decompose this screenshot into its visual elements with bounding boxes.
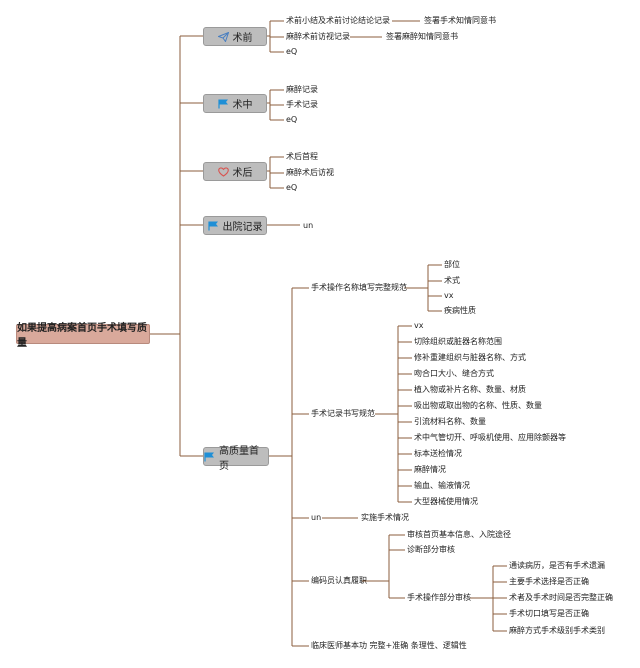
node-record-item[interactable]: 麻醉情况 (414, 465, 446, 474)
topic-post-op[interactable]: 术后 (203, 162, 267, 181)
node-review-item[interactable]: 麻醉方式手术级别手术类别 (509, 626, 605, 635)
node-mid-eq[interactable]: eQ (286, 115, 298, 124)
node-pre-anesthesia-visit[interactable]: 麻醉术前访视记录 (286, 32, 350, 41)
node-op-record-standard[interactable]: 手术记录书写规范 (311, 409, 375, 418)
node-record-item[interactable]: 术中气管切开、呼吸机使用、应用除颤器等 (414, 433, 566, 442)
node-anesthesia-consent[interactable]: 签署麻醉知情同意书 (386, 32, 458, 41)
flag-icon (204, 452, 215, 462)
topic-intra-op[interactable]: 术中 (203, 94, 267, 113)
node-review-item[interactable]: 手术切口填写是否正确 (509, 609, 589, 618)
node-surgery-record[interactable]: 手术记录 (286, 100, 318, 109)
node-quality-un[interactable]: un (311, 513, 322, 522)
topic-label: 高质量首页 (219, 445, 259, 472)
node-post-first-course[interactable]: 术后首程 (286, 152, 318, 161)
node-clinician-skills[interactable]: 临床医师基本功 完整+准确 条理性、逻辑性 (311, 641, 467, 650)
node-anesthesia-record[interactable]: 麻醉记录 (286, 85, 318, 94)
node-op-name-standard[interactable]: 手术操作名称填写完整规范 (311, 283, 407, 292)
paper-plane-icon (217, 31, 229, 42)
topic-high-quality[interactable]: 高质量首页 (203, 446, 269, 472)
node-record-item[interactable]: 修补重建组织与脏器名称、方式 (414, 353, 526, 362)
node-record-item[interactable]: 植入物或补片名称、数量、材质 (414, 385, 526, 394)
root-topic[interactable]: 如果提高病案首页手术填写质量 (16, 323, 150, 349)
topic-label: 出院记录 (222, 222, 263, 233)
node-record-item[interactable]: 吸出物或取出物的名称、性质、数量 (414, 401, 542, 410)
node-surgery-consent[interactable]: 签署手术知情同意书 (424, 16, 496, 25)
node-review-item[interactable]: 主要手术选择是否正确 (509, 577, 589, 586)
node-discharge-un[interactable]: un (303, 221, 314, 230)
flag-icon (207, 221, 219, 231)
node-disease-nature[interactable]: 疾病性质 (444, 306, 476, 315)
node-pre-eq[interactable]: eQ (286, 47, 298, 56)
node-review-item[interactable]: 术者及手术时间是否完整正确 (509, 593, 613, 602)
node-post-anesthesia-visit[interactable]: 麻醉术后访视 (286, 168, 334, 177)
node-record-item[interactable]: 标本送检情况 (414, 449, 462, 458)
node-op-part-review[interactable]: 手术操作部分审核 (407, 593, 471, 602)
topic-label: 术前 (232, 33, 253, 44)
flag-icon (217, 99, 229, 109)
topic-label: 术后 (232, 168, 253, 179)
topic-discharge[interactable]: 出院记录 (203, 216, 267, 235)
node-pre-summary[interactable]: 术前小结及术前讨论结论记录 (286, 16, 390, 25)
topic-pre-op[interactable]: 术前 (203, 27, 267, 46)
heart-icon (217, 166, 229, 177)
node-post-eq[interactable]: eQ (286, 183, 298, 192)
node-record-item[interactable]: vx (414, 321, 424, 330)
node-surgery-implementation[interactable]: 实施手术情况 (361, 513, 409, 522)
node-record-item[interactable]: 引流材料名称、数量 (414, 417, 486, 426)
node-site[interactable]: 部位 (444, 260, 460, 269)
node-coder-item[interactable]: 诊断部分审核 (407, 545, 455, 554)
node-coder-item[interactable]: 审核首页基本信息、入院途径 (407, 530, 511, 539)
node-record-item[interactable]: 切除组织或脏器名称范围 (414, 337, 502, 346)
topic-label: 术中 (232, 100, 253, 111)
node-vx[interactable]: vx (444, 291, 454, 300)
node-technique[interactable]: 术式 (444, 276, 460, 285)
node-record-item[interactable]: 吻合口大小、缝合方式 (414, 369, 494, 378)
node-coder-duty[interactable]: 编码员认真履职 (311, 576, 367, 585)
node-review-item[interactable]: 通读病历，是否有手术遗漏 (509, 561, 605, 570)
node-record-item[interactable]: 大型器械使用情况 (414, 497, 478, 506)
node-record-item[interactable]: 输血、输液情况 (414, 481, 470, 490)
